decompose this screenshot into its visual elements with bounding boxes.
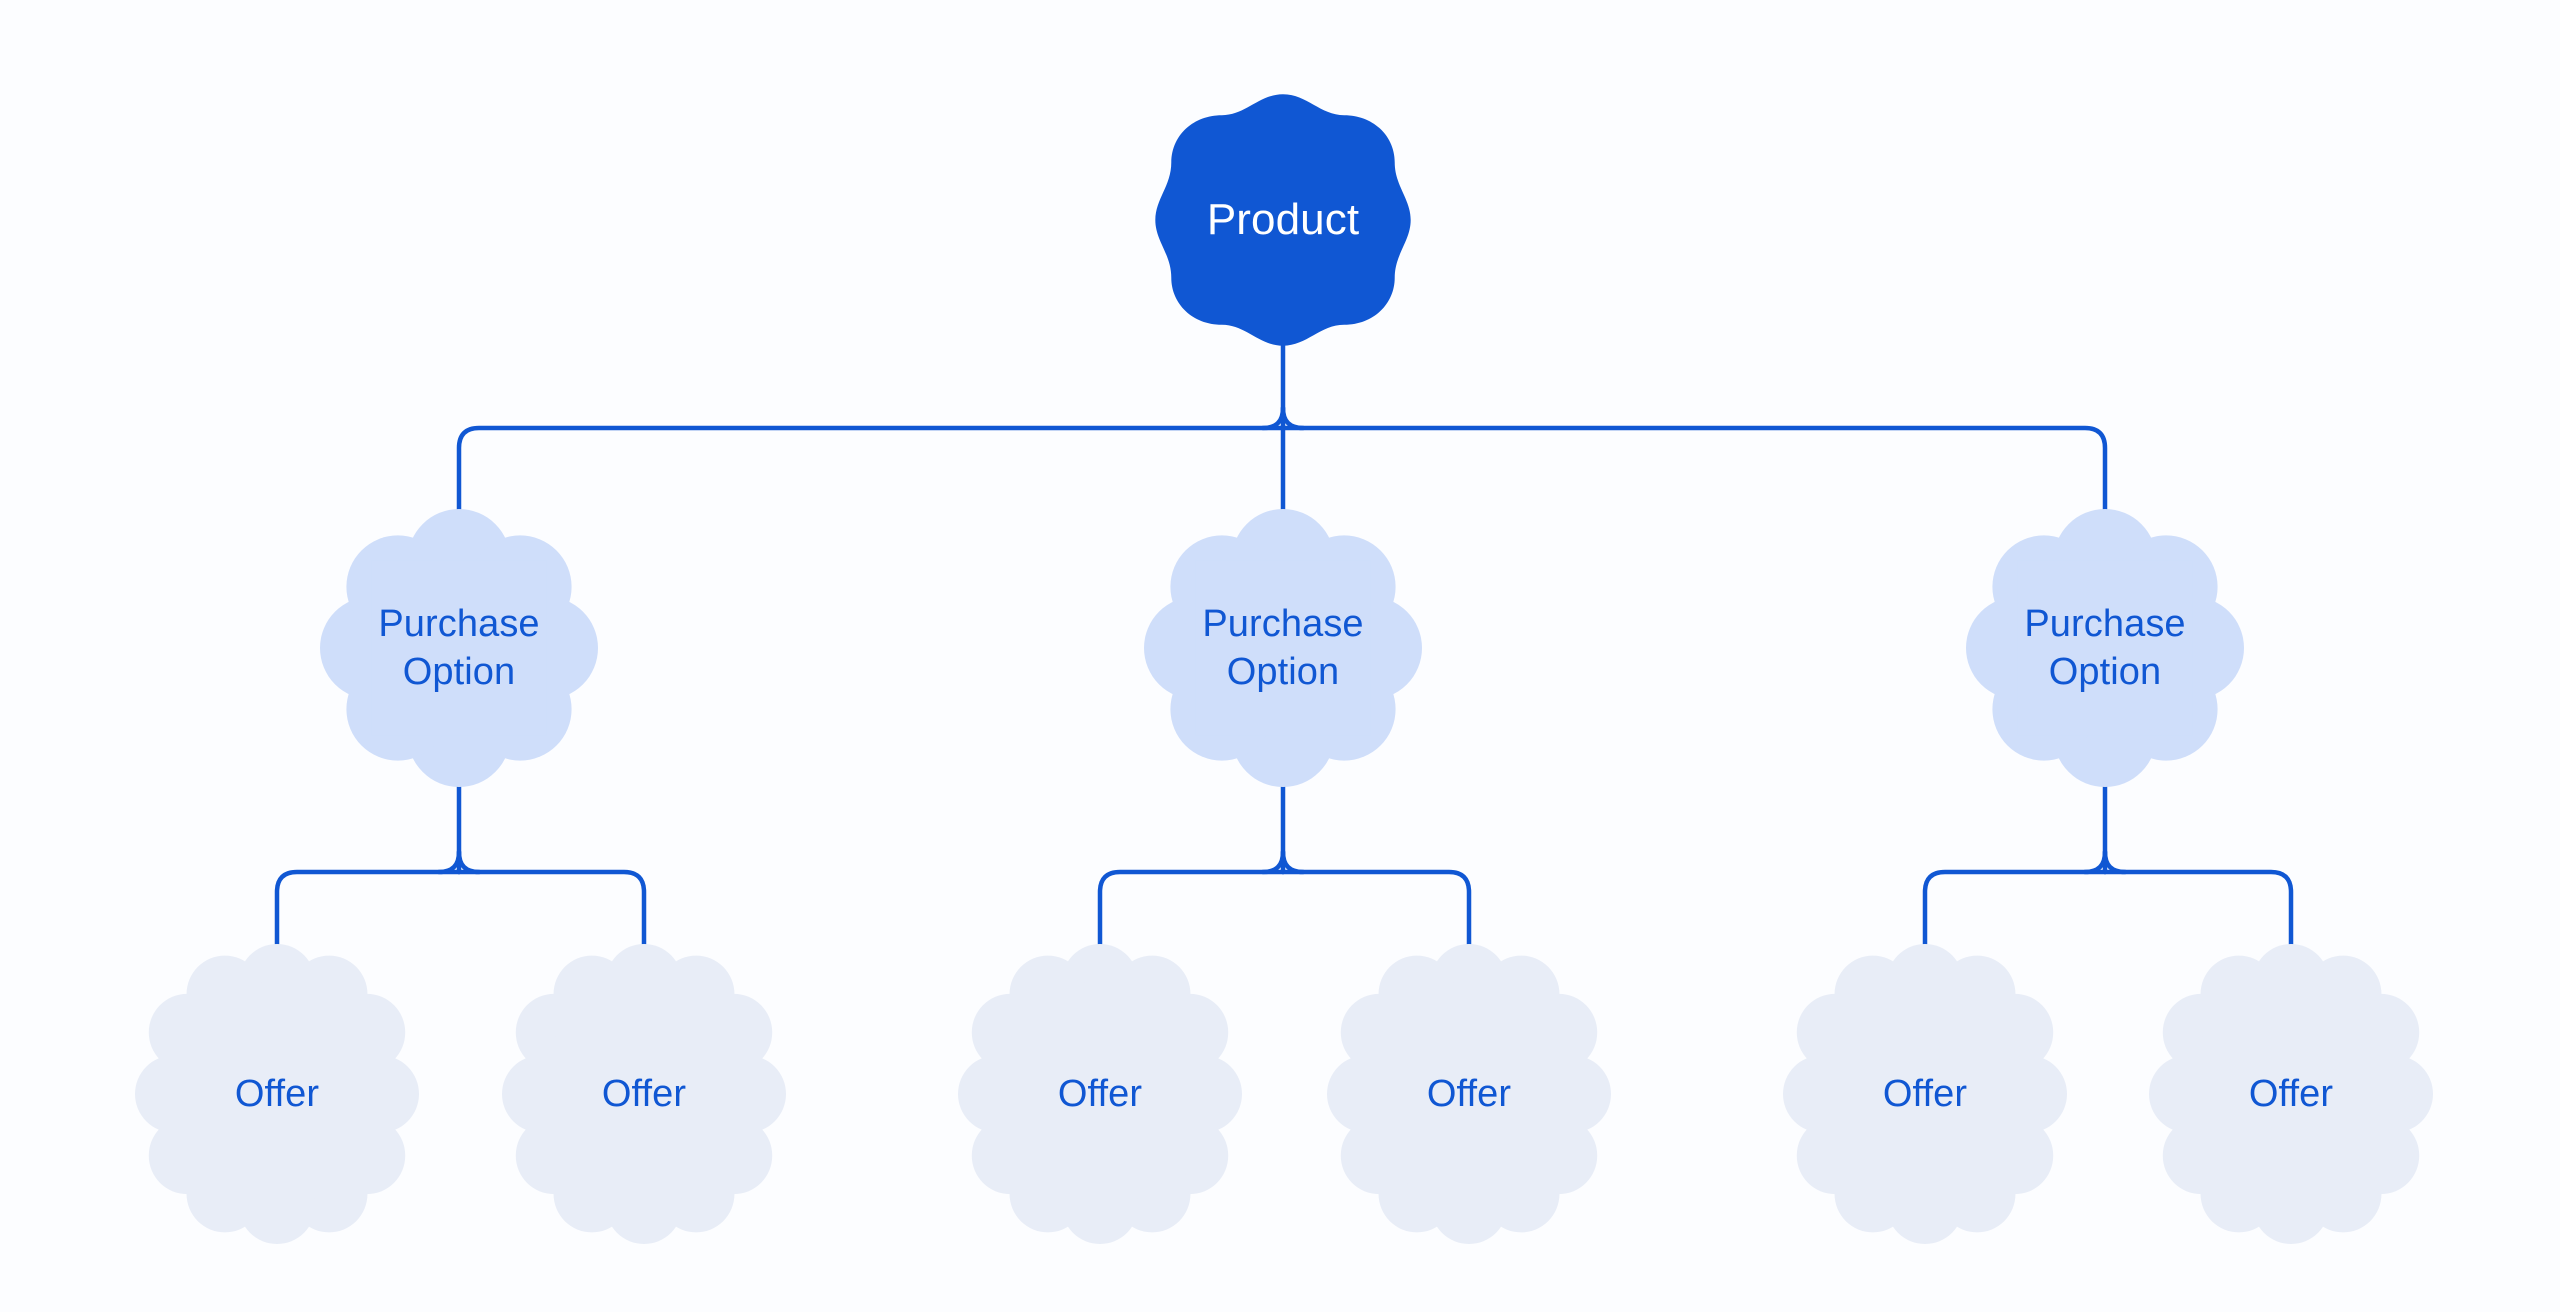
offer-scallop-shape (1327, 944, 1611, 1244)
offer-scallop-shape (502, 944, 786, 1244)
node-purchase-option-3-label: Purchase Option (2024, 603, 2186, 693)
edge-option-2-to-offer-3 (1097, 869, 1286, 951)
node-offer-6-label: Offer (2248, 1073, 2334, 1115)
offer-scallop-shape (1783, 944, 2067, 1244)
node-purchase-option-1[interactable]: Purchase Option (320, 509, 598, 787)
edge-option-3-to-offer-5 (1922, 869, 2108, 951)
node-purchase-option-1-label: Purchase Option (378, 603, 540, 693)
node-offer-5-label: Offer (1882, 1073, 1968, 1115)
node-offer-2[interactable]: Offer (502, 944, 786, 1244)
node-offer-4[interactable]: Offer (1327, 944, 1611, 1244)
product-blob-shape (1155, 94, 1411, 346)
edge-junction-fillet-right-o2 (1280, 849, 1306, 875)
edge-option-2-to-offer-4 (1280, 869, 1472, 951)
node-offer-5[interactable]: Offer (1783, 944, 2067, 1244)
node-product[interactable]: Product (1150, 89, 1416, 351)
node-offer-4-label: Offer (1426, 1073, 1512, 1115)
node-offer-2-label: Offer (601, 1073, 687, 1115)
node-offer-1[interactable]: Offer (135, 944, 419, 1244)
node-offer-3[interactable]: Offer (958, 944, 1242, 1244)
offer-scallop-shape (2149, 944, 2433, 1244)
edge-product-to-option-1 (456, 425, 1286, 519)
node-offer-6[interactable]: Offer (2149, 944, 2433, 1244)
node-product-label: Product (1206, 195, 1360, 244)
purchase-option-flower-shape (1144, 509, 1422, 787)
edge-junction-fillet-right-o1 (456, 849, 482, 875)
node-purchase-option-3[interactable]: Purchase Option (1966, 509, 2244, 787)
node-offer-1-label: Offer (234, 1073, 320, 1115)
edge-junction-fillet-right-o3 (2102, 849, 2128, 875)
node-purchase-option-2[interactable]: Purchase Option (1144, 509, 1422, 787)
edge-option-1-to-offer-2 (456, 869, 647, 951)
offer-scallop-shape (958, 944, 1242, 1244)
edge-junction-fillet-right-1 (1280, 405, 1306, 431)
edge-option-1-to-offer-1 (274, 869, 462, 951)
edge-option-3-to-offer-6 (2102, 869, 2294, 951)
purchase-option-flower-shape (1966, 509, 2244, 787)
offer-scallop-shape (135, 944, 419, 1244)
node-offer-3-label: Offer (1057, 1073, 1143, 1115)
edge-product-to-option-3 (1280, 425, 2108, 519)
purchase-option-flower-shape (320, 509, 598, 787)
node-purchase-option-2-label: Purchase Option (1202, 603, 1364, 693)
